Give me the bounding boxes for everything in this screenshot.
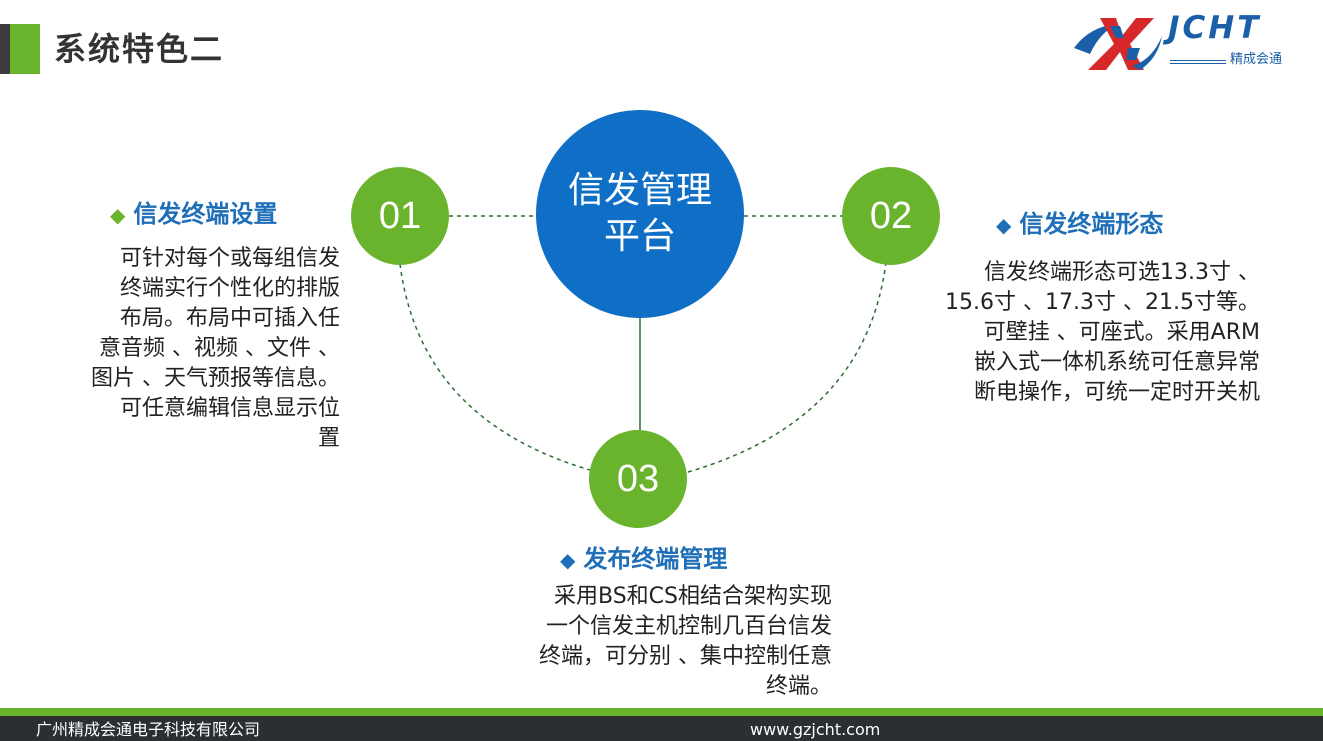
logo-divider <box>1170 63 1226 64</box>
page-title: 系统特色二 <box>54 30 225 68</box>
node-number: 03 <box>616 457 660 500</box>
node-03-heading: ◆ 发布终端管理 <box>560 543 727 576</box>
footer-company: 广州精成会通电子科技有限公司 <box>36 720 261 739</box>
node-number: 01 <box>378 194 422 237</box>
diamond-bullet-icon: ◆ <box>996 213 1012 237</box>
node-01-heading: ◆ 信发终端设置 <box>110 198 277 231</box>
node-03-heading-text: 发布终端管理 <box>583 545 728 573</box>
diamond-bullet-icon: ◆ <box>560 548 576 572</box>
node-03-body: 采用BS和CS相结合架构实现 一个信发主机控制几百台信发 终端，可分别 、集中控… <box>539 584 832 699</box>
node-number: 02 <box>869 194 913 237</box>
node-circle-01: 01 <box>351 167 449 265</box>
node-02-heading-text: 信发终端形态 <box>1019 210 1164 238</box>
footer-accent-bar <box>0 708 1323 716</box>
title-bar-accent <box>10 24 40 74</box>
center-platform-circle: 信发管理 平台 <box>536 110 744 318</box>
center-label-line1: 信发管理 <box>567 170 712 211</box>
arc-02-03 <box>687 261 887 473</box>
title-bar-dark <box>0 24 10 74</box>
node-02-body: 信发终端形态可选13.3寸 、 15.6寸 、17.3寸 、21.5寸等。 可壁… <box>945 260 1260 405</box>
logo-divider <box>1170 60 1226 61</box>
footer-bar <box>0 716 1323 741</box>
footer-website[interactable]: www.gzjcht.com <box>750 720 881 739</box>
logo-brand-text: JCHT <box>1168 10 1262 46</box>
arc-01-03 <box>399 263 591 471</box>
node-01-heading-text: 信发终端设置 <box>133 200 278 228</box>
diamond-bullet-icon: ◆ <box>110 203 126 227</box>
company-logo: JCHT 精成会通 <box>1070 8 1300 74</box>
logo-mark-icon <box>1074 18 1162 70</box>
logo-tagline: 精成会通 <box>1230 52 1283 67</box>
center-label-line2: 平台 <box>603 216 676 257</box>
node-circle-02: 02 <box>842 167 940 265</box>
node-02-heading: ◆ 信发终端形态 <box>996 208 1163 241</box>
node-circle-03: 03 <box>589 430 687 528</box>
node-01-body: 可针对每个或每组信发 终端实行个性化的排版 布局。布局中可插入任 意音频 、视频… <box>91 246 340 451</box>
